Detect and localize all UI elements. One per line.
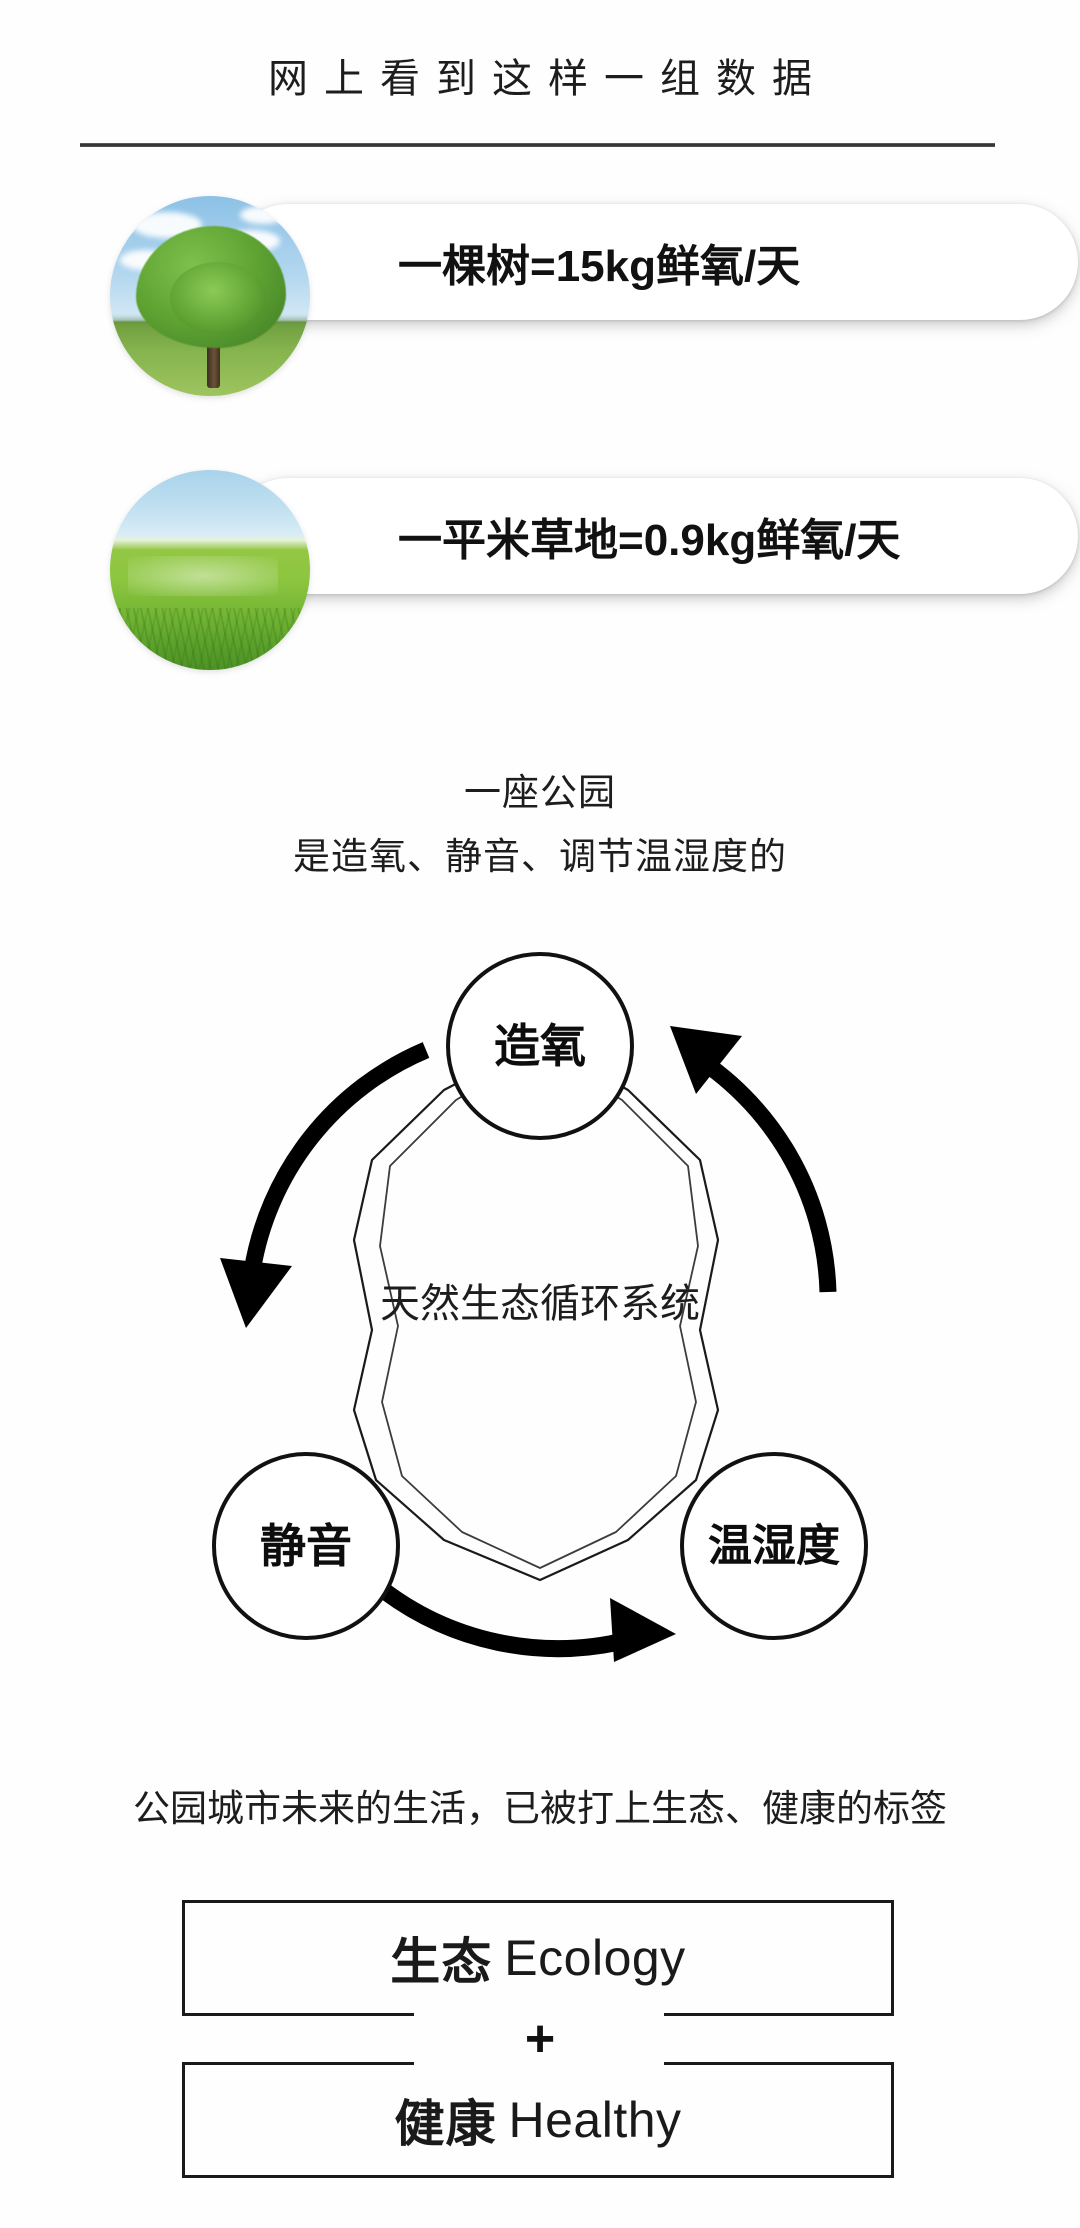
node-label-top: 造氧 (494, 1020, 586, 1072)
card-label-tree: 一棵树=15kg鲜氧/天 (398, 242, 801, 291)
formula-cn-healthy: 健康 (394, 2096, 497, 2152)
cycle-center-label: 天然生态循环系统 (380, 1282, 700, 1326)
card-pill-grass: 一平米草地=0.9kg鲜氧/天 (230, 478, 1078, 594)
formula-text-healthy: 健康 Healthy (182, 2062, 894, 2178)
bottom-caption: 公园城市未来的生活，已被打上生态、健康的标签 (133, 1788, 947, 1829)
formula-cn-ecology: 生态 (390, 1934, 493, 1990)
node-circle-bottom-right (680, 1452, 868, 1640)
statement-line-2: 是造氧、静音、调节温湿度的 (293, 836, 787, 877)
arrow-head-right (670, 1026, 742, 1094)
formula-text-ecology: 生态 Ecology (182, 1900, 894, 2016)
polygon-ring-path (352, 1039, 720, 1582)
formula-en-healthy: Healthy (508, 2092, 682, 2148)
statement-line-1: 一座公园 (464, 772, 616, 813)
page-title: 网上看到这样一组数据 (268, 57, 828, 101)
polygon-ring-path-inner (379, 1049, 699, 1569)
arrow-arc-bottom (372, 1579, 631, 1658)
arrow-head-bottom (610, 1598, 676, 1662)
formula-en-ecology: Ecology (504, 1930, 686, 1986)
node-label-bottom-right: 温湿度 (708, 1522, 840, 1571)
plus-operator: + (524, 2010, 556, 2068)
card-label-grass: 一平米草地=0.9kg鲜氧/天 (398, 516, 901, 565)
eco-cycle-diagram: 造氧 静音 温湿度 天然生态循环系统 (176, 940, 904, 1680)
formula-block: 生态 Ecology + 健康 Healthy (182, 1900, 898, 2178)
node-label-bottom-left: 静音 (260, 1520, 352, 1572)
arrow-arc-right (683, 1044, 837, 1293)
tree-canopy-inner (170, 262, 266, 334)
box-gap-bottom (414, 2054, 664, 2070)
node-circle-bottom-left (212, 1452, 400, 1640)
arrow-arc-left (243, 1042, 430, 1274)
tree-photo (110, 196, 310, 396)
grass-photo (110, 470, 310, 670)
box-gap-top (414, 2008, 664, 2024)
header-divider (80, 143, 995, 147)
arrow-head-left (220, 1258, 292, 1328)
grass-sheen (128, 556, 278, 596)
node-circle-top (446, 952, 634, 1140)
card-pill-tree: 一棵树=15kg鲜氧/天 (230, 204, 1078, 320)
cloud-icon (240, 206, 286, 224)
